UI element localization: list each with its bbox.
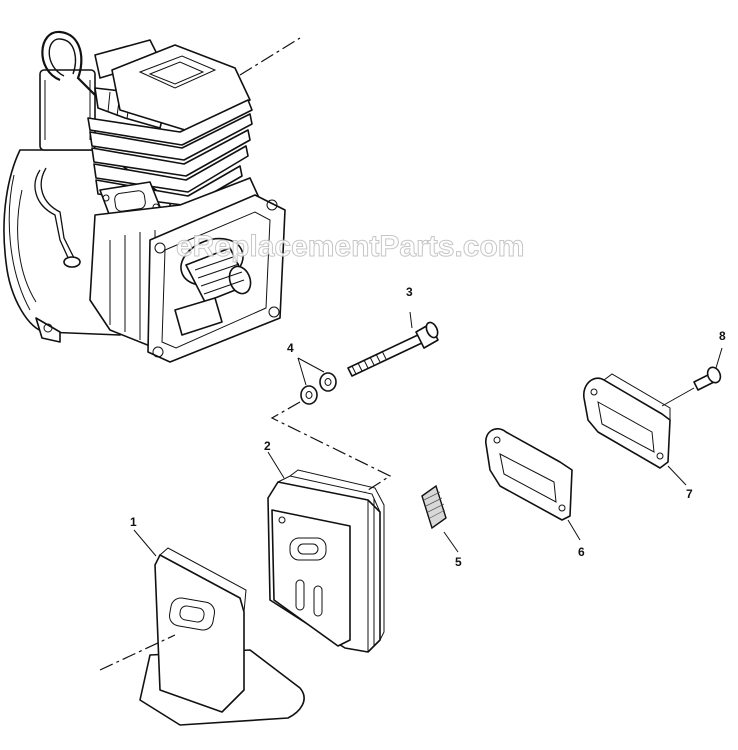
engine-assembly	[3, 30, 286, 363]
callout-1: 1	[130, 515, 137, 529]
callout-8: 8	[719, 329, 726, 343]
part-4-washers	[297, 357, 337, 405]
callout-2: 2	[264, 439, 271, 453]
part-5-screen	[421, 484, 447, 530]
part-8-screw	[693, 347, 723, 391]
part-2-muffler	[267, 469, 385, 653]
watermark: eReplacementParts.com	[176, 230, 525, 263]
alignment-line	[270, 401, 392, 493]
engine-leader	[239, 37, 301, 76]
crankshaft-end	[180, 237, 252, 303]
callout-3: 3	[406, 285, 413, 299]
part-3-bolt	[347, 311, 439, 377]
callout-4: 4	[287, 341, 294, 355]
callout-6: 6	[578, 545, 585, 559]
callout-5: 5	[455, 555, 462, 569]
callout-leaders	[133, 387, 695, 557]
part-6-gasket	[485, 428, 573, 521]
part-7-cover	[583, 373, 671, 469]
part-1-plate	[99, 547, 305, 726]
callout-7: 7	[686, 487, 693, 501]
